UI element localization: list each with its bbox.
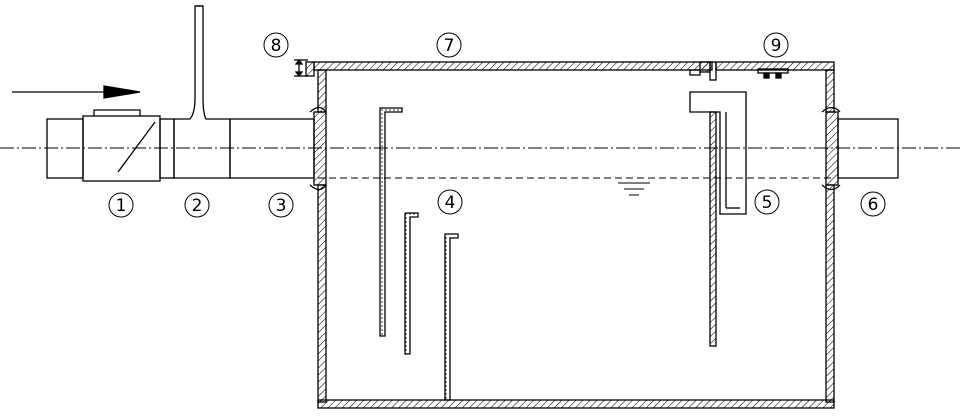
callout-4: 4 [437, 189, 463, 215]
tank-body [317, 69, 835, 409]
svg-text:6: 6 [868, 195, 879, 215]
tank-cover [305, 61, 835, 81]
svg-text:8: 8 [271, 36, 282, 56]
svg-text:9: 9 [771, 36, 782, 56]
callout-2: 2 [184, 192, 210, 218]
svg-text:3: 3 [276, 196, 287, 216]
flow-direction-arrow [12, 85, 141, 99]
callout-5: 5 [754, 189, 780, 215]
callout-1: 1 [108, 192, 134, 218]
outlet-riser [689, 91, 747, 347]
callout-6: 6 [860, 191, 886, 217]
svg-text:5: 5 [762, 193, 773, 213]
callout-7: 7 [436, 32, 462, 58]
water-level-symbol [618, 182, 650, 196]
svg-text:4: 4 [445, 193, 456, 213]
svg-text:1: 1 [116, 196, 127, 216]
svg-text:2: 2 [192, 196, 203, 216]
callout-8: 8 [263, 32, 289, 58]
inlet-pipe-valve [46, 109, 175, 182]
cover-vent-fitting [757, 68, 789, 79]
cover-seal-mark [294, 58, 308, 78]
baffle-plates [379, 107, 459, 401]
callout-9: 9 [763, 32, 789, 58]
svg-text:7: 7 [444, 36, 455, 56]
vent-tee [173, 5, 231, 179]
callout-3: 3 [268, 192, 294, 218]
